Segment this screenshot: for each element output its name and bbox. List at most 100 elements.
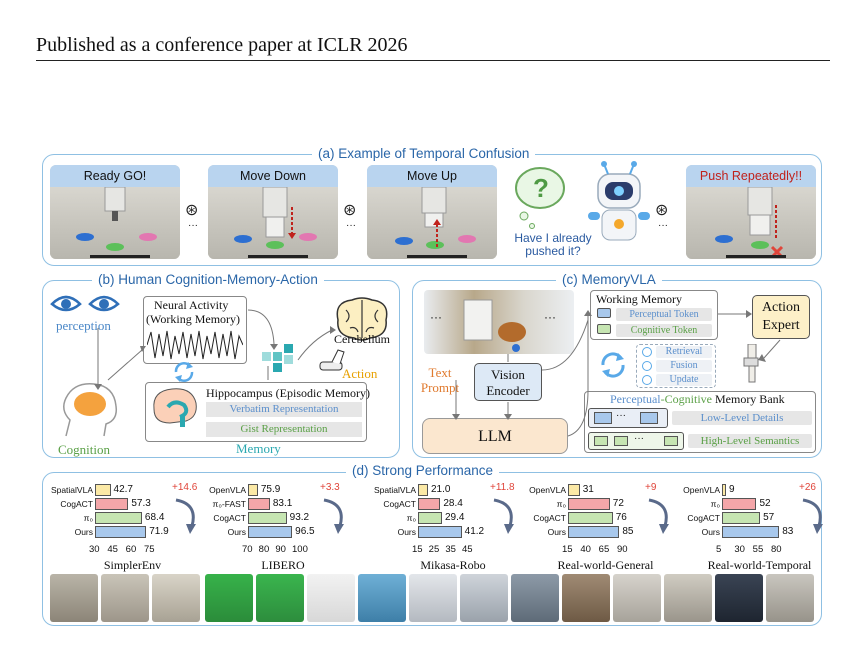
- gain-annotation: +14.6: [172, 482, 198, 493]
- bar: [418, 512, 442, 524]
- real-thumbnail: [715, 574, 763, 622]
- memory-bank-title-cognitive: -Cognitive: [660, 392, 712, 406]
- ellipsis: ···: [346, 220, 356, 231]
- axis-tick-label: 25: [428, 544, 440, 555]
- film-reel-icon: ⊛: [655, 200, 669, 219]
- gain-arrow-icon: [648, 498, 669, 534]
- bar-value: 28.4: [443, 498, 463, 509]
- benchmark-name: Real-world-General: [557, 558, 654, 572]
- axis-tick-label: 15: [562, 544, 573, 555]
- memory-bank-title-perceptual: Perceptual: [610, 392, 661, 406]
- axis-tick-label: 40: [580, 544, 591, 555]
- robot-question: Have I already pushed it?: [514, 231, 592, 258]
- axis-tick-label: 45: [107, 544, 118, 555]
- bar-label: CogACT: [60, 499, 93, 509]
- frame-caption: Ready GO!: [50, 165, 180, 187]
- text-prompt-label: Text Prompt: [420, 365, 460, 395]
- bar: [95, 512, 142, 524]
- bar-label: π₀: [556, 499, 566, 509]
- bar-label: CogACT: [533, 513, 566, 523]
- robot-scene-image: [50, 186, 180, 259]
- robot-scene-image: [208, 186, 338, 259]
- token-block: [640, 412, 658, 424]
- real-thumbnail: [664, 574, 712, 622]
- header-rule: [36, 60, 830, 61]
- ellipsis: ···: [658, 220, 668, 231]
- panel-d-title: (d) Strong Performance: [346, 463, 500, 478]
- bar-label: OpenVLA: [683, 485, 720, 495]
- frame-caption: Move Down: [208, 165, 338, 187]
- gain-arrow-icon: [802, 498, 823, 534]
- bar-label: π₀: [83, 513, 93, 523]
- robot-gripper-illustration: [715, 186, 786, 259]
- bar-value: 72: [612, 498, 624, 509]
- bar-label: Ours: [227, 527, 246, 537]
- cognitive-token-icon: [597, 324, 611, 334]
- fusion-icon: [642, 361, 652, 371]
- bar-label: π₀-FAST: [212, 499, 246, 509]
- bar: [722, 498, 757, 510]
- head-brain-icon: [63, 383, 118, 437]
- high-level-semantics: High-Level Semantics: [688, 434, 812, 448]
- axis-tick-label: 55: [752, 544, 764, 555]
- bar-value: 75.9: [260, 484, 281, 495]
- panel-c-title: (c) MemoryVLA: [556, 272, 662, 287]
- real-thumbnail: [613, 574, 661, 622]
- bar-value: 85: [622, 526, 634, 537]
- neural-activity-box: [143, 296, 247, 364]
- perceptual-token-icon: [597, 308, 611, 318]
- axis-tick-label: 30: [734, 544, 745, 555]
- bar-value: 9: [729, 484, 735, 495]
- token-block: [594, 436, 608, 446]
- axis-tick-label: 45: [462, 544, 473, 555]
- cerebellum-label: Cerebellum: [334, 332, 390, 346]
- robot-gripper-illustration: [234, 186, 317, 258]
- bar: [95, 526, 147, 538]
- bar-label: CogACT: [213, 513, 246, 523]
- bar-label: π₀: [406, 513, 416, 523]
- benchmark-name: SimplerEnv: [103, 558, 162, 572]
- axis-tick-label: 60: [125, 544, 137, 555]
- bar-value: 42.7: [113, 484, 133, 495]
- bar: [248, 498, 270, 510]
- sim-thumbnail: [460, 574, 508, 622]
- ellipsis: ···: [188, 220, 198, 231]
- eyes-icon: [50, 295, 120, 312]
- page-header-title: Published as a conference paper at ICLR …: [36, 34, 408, 56]
- bar-value: 76: [615, 512, 627, 523]
- bar-label: Ours: [397, 527, 416, 537]
- bar-label: π₀: [710, 499, 720, 509]
- high-level-tokens: [588, 432, 684, 450]
- gist-representation: Gist Representation: [206, 422, 362, 437]
- sim-thumbnail: [409, 574, 457, 622]
- frame-push-repeatedly: Push Repeatedly!!: [686, 165, 816, 259]
- working-memory-title: Working Memory: [596, 292, 683, 306]
- memory-bank-title: Perceptual-Cognitive Memory Bank: [610, 392, 785, 407]
- bar: [95, 498, 129, 510]
- frame-ready-go: Ready GO!: [50, 165, 180, 259]
- axis-tick-label: 70: [242, 544, 253, 555]
- bar-value: 57.3: [131, 498, 151, 509]
- bar: [418, 498, 441, 510]
- neural-waveform: [147, 330, 243, 360]
- retrieval-op: Retrieval: [656, 346, 712, 358]
- neural-activity-label: Neural Activity: [154, 298, 229, 312]
- sim-thumbnail: [152, 574, 200, 622]
- bar: [248, 512, 287, 524]
- bar: [722, 526, 780, 538]
- panel-a-title: (a) Example of Temporal Confusion: [312, 146, 536, 161]
- bar-label: SpatialVLA: [373, 485, 416, 495]
- llm-box: LLM: [422, 418, 568, 454]
- benchmark-name: LIBERO: [261, 558, 305, 572]
- axis-tick-label: 75: [144, 544, 155, 555]
- gain-annotation: +26: [799, 482, 816, 493]
- sim-thumbnail: [256, 574, 304, 622]
- memory-bank-title-rest: Memory Bank: [711, 392, 785, 406]
- bar-value: 68.4: [144, 512, 165, 523]
- frames-ellipsis-left: ···: [430, 310, 442, 324]
- token-block: [594, 412, 612, 424]
- bar-value: 96.5: [295, 526, 315, 537]
- axis-tick-label: 30: [89, 544, 100, 555]
- axis-tick-label: 5: [716, 544, 722, 555]
- robot-scene-image: [686, 186, 816, 259]
